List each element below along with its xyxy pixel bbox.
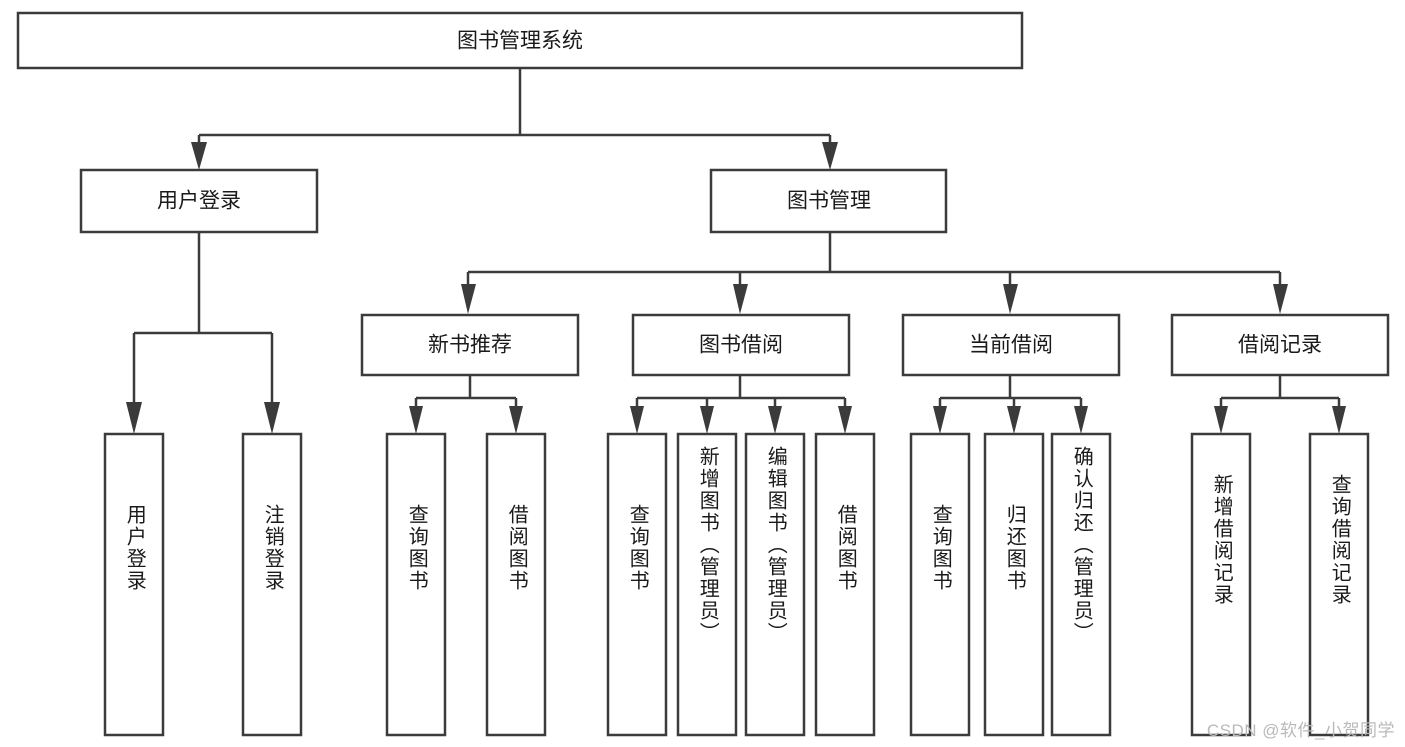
node-leaf-query-book-3-box[interactable]: [909, 432, 971, 737]
arrow-head-leaf-query-book-3: [933, 406, 947, 434]
node-leaf-query-book-2-box[interactable]: [606, 432, 668, 737]
connector-group-borrow-record: [1214, 375, 1346, 434]
arrow-head-new-book-recommend: [461, 284, 476, 314]
arrow-head-book-borrow: [733, 284, 748, 314]
connector-group-book-manage: [461, 232, 1288, 314]
arrow-head-leaf-return-book: [1007, 406, 1021, 434]
node-leaf-borrow-book-2-box[interactable]: [814, 432, 876, 737]
csdn-watermark: CSDN @软件_小贺同学: [1206, 721, 1395, 740]
node-root-box[interactable]: [16, 11, 1024, 70]
node-leaf-user-login-box[interactable]: [103, 432, 165, 737]
arrow-head-leaf-add-book-admin: [700, 406, 714, 434]
node-current-borrow[interactable]: 当前借阅: [901, 313, 1121, 377]
arrow-head-leaf-query-borrow-record: [1332, 406, 1346, 434]
arrow-head-leaf-user-logout: [264, 402, 280, 434]
arrow-head-leaf-borrow-book-1: [509, 406, 523, 434]
node-leaf-user-logout-box[interactable]: [241, 432, 303, 737]
node-book-manage[interactable]: 图书管理: [709, 168, 948, 234]
node-new-book-recommend-label: 新书推荐: [428, 334, 512, 357]
arrow-head-leaf-query-book-1: [409, 406, 423, 434]
node-current-borrow-box[interactable]: [901, 313, 1121, 377]
node-leaf-edit-book-admin-box[interactable]: [744, 432, 806, 737]
node-root-label: 图书管理系统: [457, 30, 583, 53]
arrow-head-leaf-borrow-book-2: [838, 406, 852, 434]
connector-group-book-borrow: [630, 375, 852, 434]
node-user-login-box[interactable]: [79, 168, 319, 234]
node-leaf-add-borrow-record-box[interactable]: [1190, 432, 1252, 737]
node-root[interactable]: 图书管理系统: [16, 11, 1024, 70]
node-leaf-confirm-return-admin-box[interactable]: [1050, 432, 1112, 737]
node-leaf-add-book-admin-box[interactable]: [676, 432, 738, 737]
connector-group-user-login: [126, 232, 280, 434]
arrow-head-leaf-confirm-return-admin: [1074, 406, 1088, 434]
connector-group-new-book-recommend: [409, 375, 523, 434]
node-book-borrow[interactable]: 图书借阅: [631, 313, 851, 377]
node-current-borrow-label: 当前借阅: [969, 334, 1053, 357]
node-borrow-record[interactable]: 借阅记录: [1170, 313, 1390, 377]
arrow-head-leaf-query-book-2: [630, 406, 644, 434]
node-user-login[interactable]: 用户登录: [79, 168, 319, 234]
connector-group-root: [191, 68, 838, 170]
node-new-book-recommend-box[interactable]: [360, 313, 580, 377]
node-leaf-borrow-book-1-box[interactable]: [485, 432, 547, 737]
node-borrow-record-box[interactable]: [1170, 313, 1390, 377]
arrow-head-user-login: [191, 142, 207, 170]
arrow-head-book-manage: [822, 142, 838, 170]
node-user-login-label: 用户登录: [157, 190, 241, 213]
connector-group-current-borrow: [933, 375, 1088, 434]
node-leaf-query-book-1-box[interactable]: [385, 432, 447, 737]
arrow-head-leaf-edit-book-admin: [768, 406, 782, 434]
arrow-head-borrow-record: [1273, 284, 1288, 314]
arrow-head-leaf-add-borrow-record: [1214, 406, 1228, 434]
node-new-book-recommend[interactable]: 新书推荐: [360, 313, 580, 377]
node-book-manage-label: 图书管理: [787, 190, 871, 213]
node-leaf-return-book-box[interactable]: [983, 432, 1045, 737]
node-book-manage-box[interactable]: [709, 168, 948, 234]
node-leaf-query-borrow-record-box[interactable]: [1308, 432, 1370, 737]
arrow-head-current-borrow: [1003, 284, 1018, 314]
arrow-head-leaf-user-login: [126, 402, 142, 434]
node-book-borrow-label: 图书借阅: [699, 334, 783, 357]
node-borrow-record-label: 借阅记录: [1238, 334, 1322, 357]
node-book-borrow-box[interactable]: [631, 313, 851, 377]
